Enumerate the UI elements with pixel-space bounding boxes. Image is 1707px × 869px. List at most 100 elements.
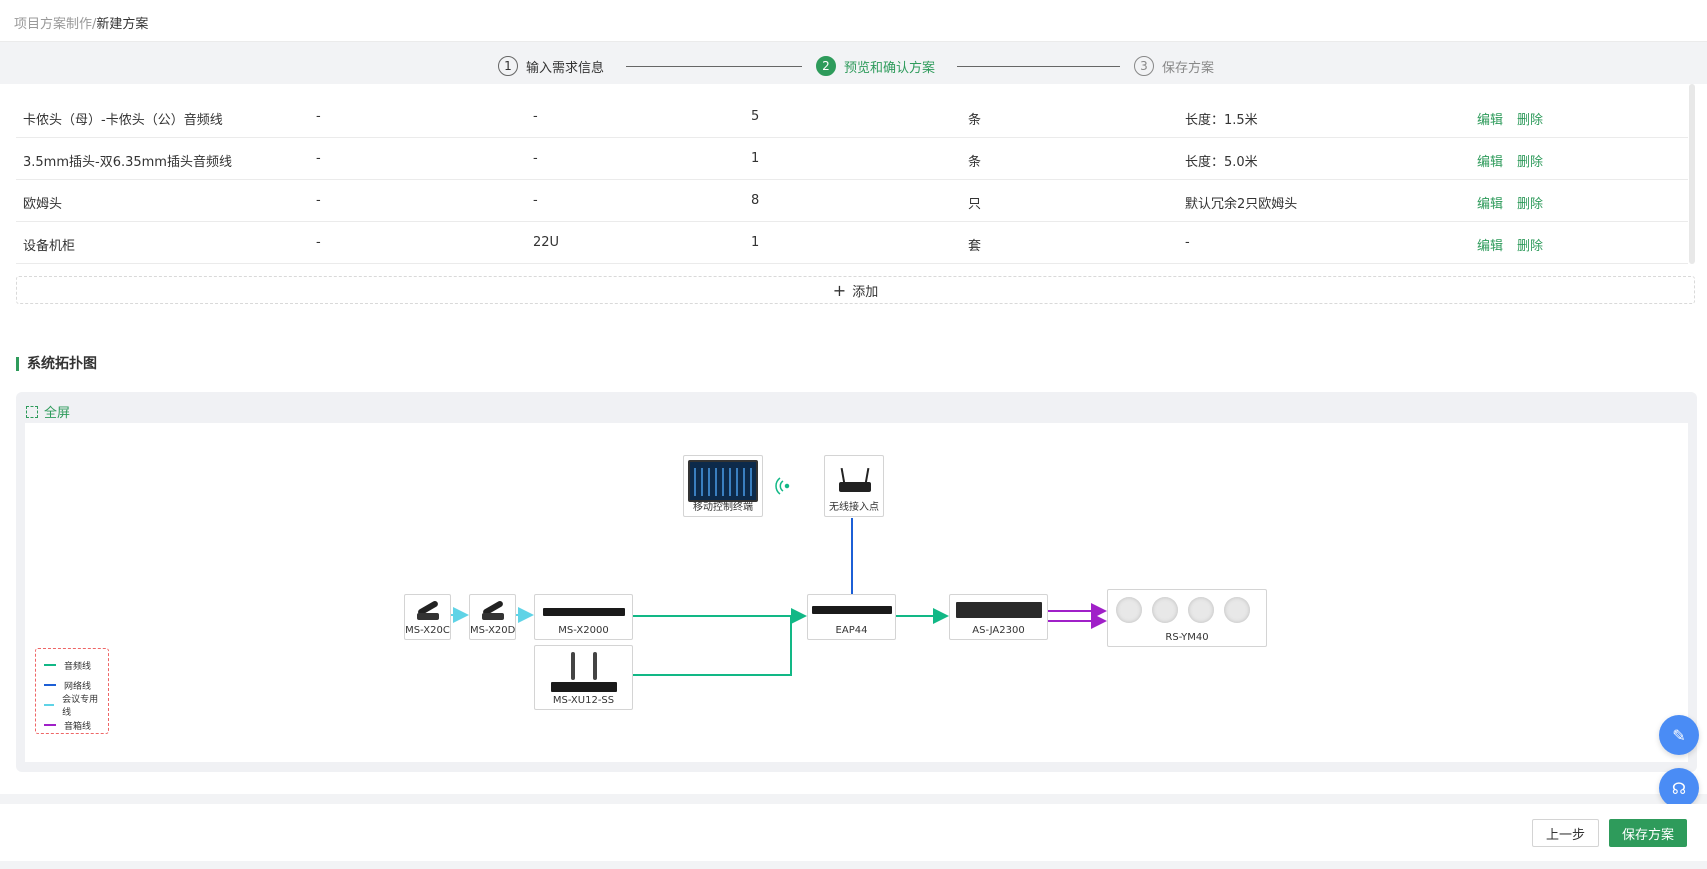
cell-qty: 1 <box>751 151 760 166</box>
device-label: MS-X2000 <box>558 625 609 636</box>
device-label: RS-YM40 <box>1165 632 1209 643</box>
legend-item: 音箱线 <box>44 715 100 735</box>
cell-note: 默认冗余2只欧姆头 <box>1185 197 1298 212</box>
step-3: 3 保存方案 <box>1134 56 1214 76</box>
device-speakers[interactable]: RS-YM40 <box>1107 589 1267 647</box>
cell-col2: - <box>316 235 321 250</box>
plus-icon: + <box>832 280 847 300</box>
step-connector-2 <box>957 66 1120 67</box>
delete-link[interactable]: 删除 <box>1517 113 1544 128</box>
add-label: 添加 <box>852 284 879 300</box>
delete-link[interactable]: 删除 <box>1517 197 1544 212</box>
breadcrumb-parent[interactable]: 项目方案制作/ <box>14 17 97 32</box>
legend-label: 音箱线 <box>64 721 92 732</box>
prev-step-button[interactable]: 上一步 <box>1532 819 1599 847</box>
headset-icon: ☊ <box>1671 778 1687 798</box>
speaker-image <box>1116 597 1142 623</box>
topology-connections <box>451 477 1107 676</box>
device-label: MS-X20C <box>405 625 450 636</box>
router-image <box>839 482 871 492</box>
rack-unit-image <box>812 606 892 614</box>
topology-panel: 全屏 <box>16 392 1697 772</box>
section-title: 系统拓扑图 <box>16 357 97 371</box>
support-fab[interactable]: ☊ <box>1659 768 1699 808</box>
legend-item: 会议专用线 <box>44 695 100 718</box>
delete-link[interactable]: 删除 <box>1517 155 1544 170</box>
speaker-image <box>1152 597 1178 623</box>
delete-link[interactable]: 删除 <box>1517 239 1544 254</box>
edit-link[interactable]: 编辑 <box>1477 155 1504 170</box>
legend-item: 音频线 <box>44 655 100 675</box>
breadcrumb: 项目方案制作/新建方案 <box>14 13 148 32</box>
step-1-label: 输入需求信息 <box>526 60 605 76</box>
cell-qty: 1 <box>751 235 760 250</box>
cell-col3: - <box>533 151 538 166</box>
table-scrollbar[interactable] <box>1689 84 1695 264</box>
cell-name: 卡侬头（母）-卡侬头（公）音频线 <box>23 113 223 128</box>
fullscreen-button[interactable]: 全屏 <box>26 402 70 421</box>
topology-legend: 音频线 网络线 会议专用线 音箱线 <box>35 648 109 734</box>
fullscreen-label: 全屏 <box>44 406 71 421</box>
legend-label: 音频线 <box>64 661 92 672</box>
device-label: 移动控制终端 <box>693 502 753 513</box>
cell-qty: 5 <box>751 109 760 124</box>
step-3-number: 3 <box>1134 56 1154 76</box>
cell-unit: 只 <box>968 197 982 212</box>
step-2-label: 预览和确认方案 <box>844 60 936 76</box>
cell-col3: - <box>533 193 538 208</box>
table-row: 欧姆头 - - 8 只 默认冗余2只欧姆头 编辑 删除 <box>16 180 1688 222</box>
cell-col2: - <box>316 193 321 208</box>
cell-col2: - <box>316 109 321 124</box>
device-eap[interactable]: EAP44 <box>807 594 896 640</box>
top-bar: 项目方案制作/新建方案 <box>0 0 1707 42</box>
receiver-image <box>551 682 617 692</box>
table-row: 3.5mm插头-双6.35mm插头音频线 - - 1 条 长度：5.0米 编辑 … <box>16 138 1688 180</box>
save-plan-button[interactable]: 保存方案 <box>1609 819 1687 847</box>
device-label: 无线接入点 <box>829 502 879 513</box>
cell-note: - <box>1185 235 1190 250</box>
cell-qty: 8 <box>751 193 760 208</box>
step-1-number: 1 <box>498 56 518 76</box>
edit-link[interactable]: 编辑 <box>1477 113 1504 128</box>
tablet-image <box>688 460 758 502</box>
materials-table: 卡侬头（母）-卡侬头（公）音频线 - - 5 条 长度：1.5米 编辑 删除 3… <box>16 96 1688 264</box>
speaker-image <box>1188 597 1214 623</box>
step-2: 2 预览和确认方案 <box>816 56 935 76</box>
step-3-label: 保存方案 <box>1162 60 1215 76</box>
breadcrumb-current: 新建方案 <box>96 17 149 32</box>
footer-bar: 上一步 保存方案 <box>0 804 1707 861</box>
fullscreen-icon <box>26 405 38 418</box>
table-row: 设备机柜 - 22U 1 套 - 编辑 删除 <box>16 222 1688 264</box>
speaker-image <box>1224 597 1250 623</box>
legend-label: 会议专用线 <box>62 695 99 718</box>
step-1: 1 输入需求信息 <box>498 56 604 76</box>
edit-link[interactable]: 编辑 <box>1477 239 1504 254</box>
device-wireless-mic[interactable]: MS-XU12-SS <box>534 645 633 710</box>
cell-unit: 条 <box>968 155 982 170</box>
legend-label: 网络线 <box>64 681 92 692</box>
device-mic-chairman[interactable]: MS-X20C <box>404 594 451 640</box>
step-2-number: 2 <box>816 56 836 76</box>
cell-name: 设备机柜 <box>23 239 76 254</box>
rack-unit-image <box>543 608 625 616</box>
cell-unit: 条 <box>968 113 982 128</box>
wifi-icon <box>775 477 790 495</box>
device-mic-delegate[interactable]: MS-X20D <box>469 594 516 640</box>
cell-name: 欧姆头 <box>23 197 63 212</box>
device-host[interactable]: MS-X2000 <box>534 594 633 640</box>
cell-name: 3.5mm插头-双6.35mm插头音频线 <box>23 155 232 170</box>
audio-line <box>633 616 792 676</box>
device-tablet[interactable]: 移动控制终端 <box>683 455 763 517</box>
device-access-point[interactable]: 无线接入点 <box>824 455 884 517</box>
legend-item: 网络线 <box>44 675 100 695</box>
device-label: EAP44 <box>835 625 868 636</box>
add-row-button[interactable]: + 添加 <box>16 276 1695 304</box>
edit-fab[interactable]: ✎ <box>1659 715 1699 755</box>
cell-note: 长度：5.0米 <box>1185 155 1258 170</box>
cell-col3: 22U <box>533 235 560 250</box>
device-label: MS-XU12-SS <box>552 695 615 706</box>
edit-link[interactable]: 编辑 <box>1477 197 1504 212</box>
device-amplifier[interactable]: AS-JA2300 <box>949 594 1048 640</box>
content-card: 卡侬头（母）-卡侬头（公）音频线 - - 5 条 长度：1.5米 编辑 删除 3… <box>0 84 1707 794</box>
table-row: 卡侬头（母）-卡侬头（公）音频线 - - 5 条 长度：1.5米 编辑 删除 <box>16 96 1688 138</box>
